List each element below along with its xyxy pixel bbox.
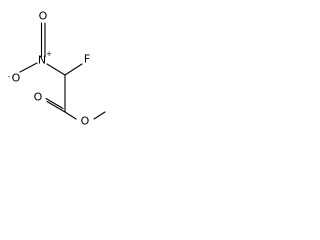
bond-c-o-carbonyl-2 xyxy=(45,97,64,110)
ester-oxygen: O xyxy=(81,115,90,128)
bond-calpha-f xyxy=(64,63,83,76)
bonds xyxy=(19,22,106,120)
atom-labels: O O - N + F O O xyxy=(8,10,90,128)
bond-n-o-left xyxy=(19,62,38,73)
bond-n-calpha xyxy=(46,63,66,76)
nitrogen-atom: N xyxy=(38,54,46,67)
bond-c-o-ester xyxy=(64,111,77,120)
nitro-oxygen-top: O xyxy=(39,10,48,23)
carbonyl-oxygen: O xyxy=(34,91,43,104)
nitro-oxygen-left: O xyxy=(12,72,21,85)
nitrogen-charge: + xyxy=(46,50,52,58)
bond-o-methyl xyxy=(93,111,106,120)
fluorine-atom: F xyxy=(84,53,90,66)
nitro-oxygen-charge: - xyxy=(8,73,11,81)
molecule-structure: O O - N + F O O xyxy=(8,10,106,128)
bond-c-o-carbonyl-1 xyxy=(46,100,66,113)
